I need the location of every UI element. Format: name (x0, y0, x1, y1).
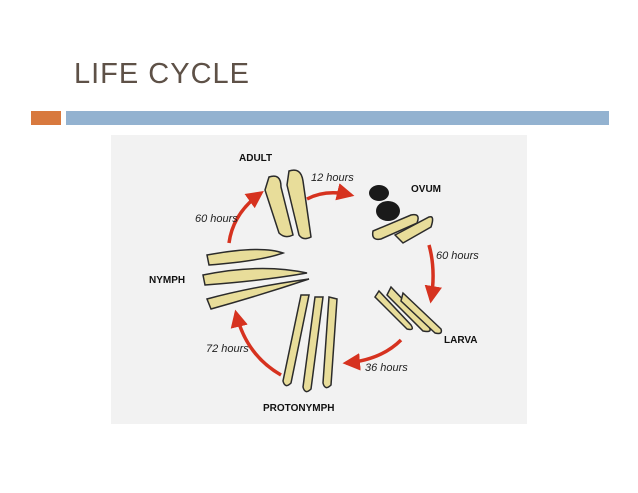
stage-label-protonymph: PROTONYMPH (263, 403, 335, 414)
arrow-larva-to-protonymph (342, 338, 403, 371)
larva-mites (374, 285, 443, 335)
adult-mites (264, 169, 312, 240)
slide-title: LIFE CYCLE (74, 58, 250, 90)
arrow-nymph-to-adult (227, 190, 264, 244)
ovum-eggs (369, 185, 434, 244)
arrow-ovum-to-larva (424, 244, 442, 304)
stage-label-larva: LARVA (444, 335, 478, 346)
duration-ovum-to-larva: 60 hours (436, 250, 479, 262)
duration-larva-to-protonymph: 36 hours (365, 362, 408, 374)
stage-label-adult: ADULT (239, 153, 272, 164)
protonymph-mites (282, 294, 338, 393)
duration-protonymph-to-nymph: 72 hours (206, 343, 249, 355)
arrow-protonymph-to-nymph (230, 309, 282, 377)
stage-label-ovum: OVUM (411, 184, 441, 195)
life-cycle-diagram: ADULT OVUM LARVA PROTONYMPH NYMPH 12 hou… (111, 135, 527, 424)
nymph-mites (202, 248, 310, 310)
stage-label-nymph: NYMPH (149, 275, 185, 286)
arrow-adult-to-ovum (306, 183, 355, 201)
duration-nymph-to-adult: 60 hours (195, 213, 238, 225)
cycle-arrows (227, 183, 442, 377)
duration-adult-to-ovum: 12 hours (311, 172, 354, 184)
accent-bar-blue (66, 111, 609, 125)
accent-bar-orange (31, 111, 61, 125)
